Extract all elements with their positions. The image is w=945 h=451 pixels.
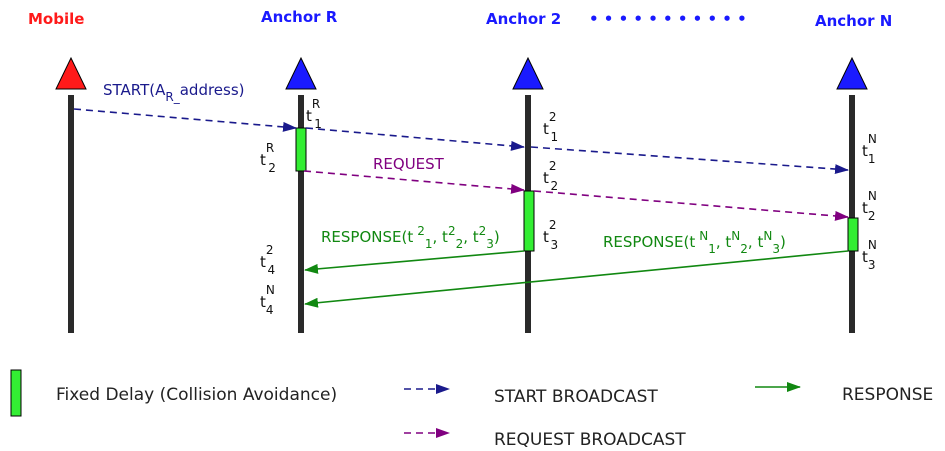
delay-box-anchor-2 <box>523 190 535 252</box>
request-arrow-2-to-n <box>533 190 849 221</box>
mobile-lifeline <box>68 95 74 333</box>
delay-box-anchor-r <box>295 127 307 172</box>
mobile-header: Mobile <box>28 10 84 28</box>
mobile-node-triangle-icon <box>55 56 87 90</box>
response-arrow-n-to-r <box>304 250 849 308</box>
request-message-label: REQUEST <box>373 155 445 173</box>
anchor-dots: • • • • • • • • • • • <box>589 10 747 28</box>
legend-delay-label: Fixed Delay (Collision Avoidance) <box>56 385 337 405</box>
anchor-n-lifeline <box>849 95 855 333</box>
anchor-2-header: Anchor 2 <box>486 10 561 28</box>
request-arrow-r-to-2 <box>303 170 525 194</box>
legend-start-label: START BROADCAST <box>494 387 658 407</box>
start-arrow-mobile-to-r <box>73 108 297 132</box>
anchor-r-lifeline <box>298 95 304 333</box>
response-arrow-2-to-r <box>304 250 525 274</box>
anchor-n-header: Anchor N <box>815 12 892 30</box>
delay-box-anchor-n <box>847 217 859 252</box>
legend-request-label: REQUEST BROADCAST <box>494 430 686 450</box>
legend-response-label: RESPONSE <box>842 385 933 405</box>
anchor-r-header: Anchor R <box>261 8 338 26</box>
legend-delay-swatch <box>10 369 22 417</box>
start-arrow-2-to-n <box>530 146 849 175</box>
start-arrow-r-to-2 <box>305 127 525 151</box>
anchor-r-triangle-icon <box>285 56 317 90</box>
anchor-2-triangle-icon <box>512 56 544 90</box>
anchor-n-triangle-icon <box>836 56 868 90</box>
start-message-label: START(AR_address) <box>103 81 245 104</box>
